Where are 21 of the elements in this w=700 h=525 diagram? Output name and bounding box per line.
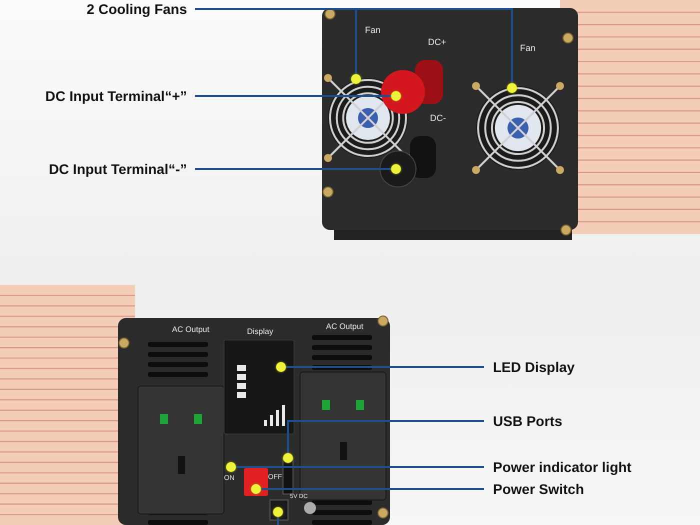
callout-label: 2 Cooling Fans: [60, 0, 187, 18]
panel-label: DC-: [430, 114, 446, 123]
leader-line: [287, 420, 484, 453]
panel-label: Fan: [520, 44, 536, 53]
callout-label: LED Display: [493, 358, 693, 376]
leader-line: [261, 488, 484, 490]
leader-line: [286, 366, 484, 368]
panel-label: Fan: [365, 26, 381, 35]
leader-line: [195, 95, 391, 97]
callout-label: DC Input Terminal“-”: [6, 160, 187, 178]
leader-line: [277, 517, 279, 525]
callout-label: Power Switch: [493, 480, 693, 498]
leader-line: [195, 168, 391, 170]
panel-label: AC Output: [326, 323, 364, 331]
callout-label: Power indicator light: [493, 458, 693, 476]
callout-label: DC Input Terminal“+”: [6, 87, 187, 105]
panel-label: DC+: [428, 38, 446, 47]
panel-label: AC Output: [172, 326, 210, 334]
panel-label: Display: [247, 328, 274, 336]
leader-line: [236, 466, 484, 468]
callout-label: USB Ports: [493, 412, 693, 430]
